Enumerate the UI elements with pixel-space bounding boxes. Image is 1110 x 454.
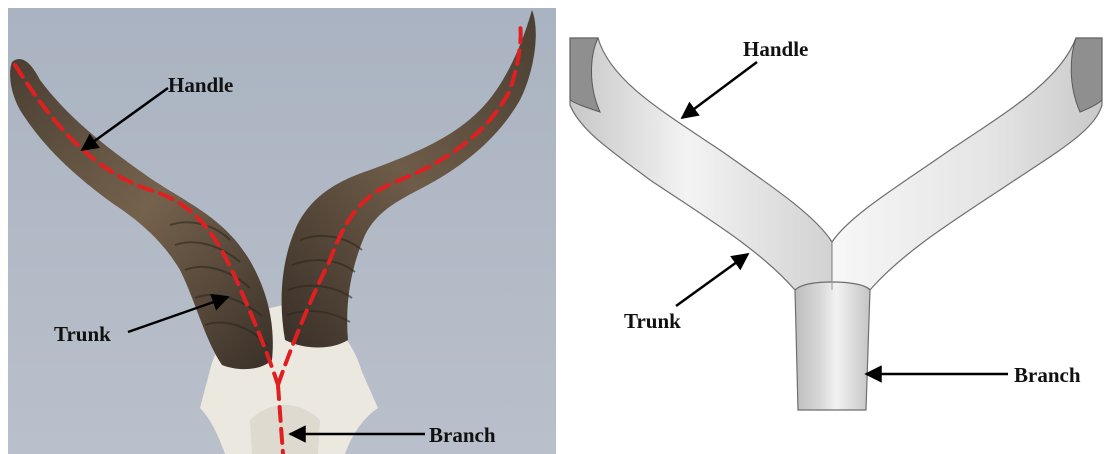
right-model-panel: Handle Trunk Branch [563, 8, 1110, 454]
model-right-end-cap [1071, 38, 1102, 112]
model-stem [795, 282, 870, 410]
left-branch-label: Branch [429, 423, 496, 447]
right-handle-label: Handle [743, 37, 808, 61]
left-photo-panel: Handle Trunk Branch [8, 8, 556, 454]
right-trunk-label: Trunk [624, 309, 681, 333]
left-trunk-label: Trunk [54, 322, 111, 346]
right-branch-label: Branch [1014, 363, 1081, 387]
left-handle-label: Handle [168, 73, 233, 97]
skull-shadow [250, 405, 320, 454]
